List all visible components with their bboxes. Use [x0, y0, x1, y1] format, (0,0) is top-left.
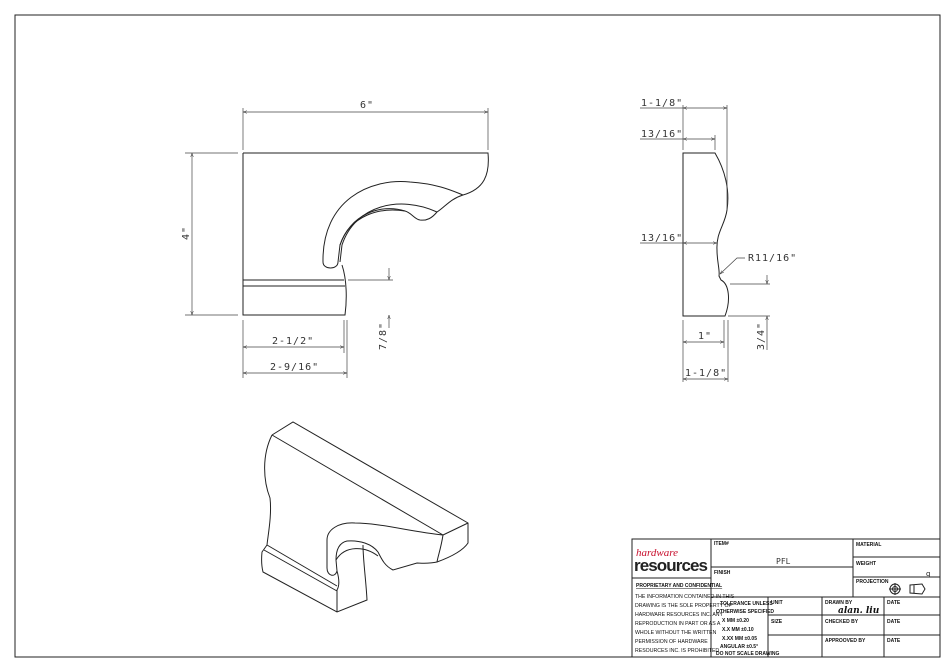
tolerance-line: OTHERWISE SPECIFIED [716, 609, 774, 615]
dim-notch-height: 3/4" [756, 322, 767, 350]
material-label: MATERIAL [856, 542, 881, 548]
dim-mid-width: 13/16" [641, 233, 683, 244]
finish-label: FINISH [714, 570, 731, 576]
dim-height: 4" [181, 226, 192, 240]
checked-by-label: CHECKED BY [825, 619, 859, 625]
proprietary-line: PERMISSION OF HARDWARE [635, 639, 708, 645]
title-block: hardware resources PROPRIETARY AND CONFI… [631, 538, 941, 658]
tolerance-line: ANGULAR ±0.5° [720, 644, 758, 650]
proprietary-line: THE INFORMATION CONTAINED IN THIS [635, 594, 735, 600]
proprietary-line: REPRODUCTION IN PART OR AS A [635, 621, 721, 627]
logo-hardware: hardware [636, 547, 678, 559]
dim-width: 6" [360, 100, 374, 111]
dim-base-height: 7/8" [378, 322, 389, 350]
front-view: 6" 4" 7/8" 2-1/2" 2-9/16" [181, 100, 489, 378]
drawn-by-label: DRAWN BY [825, 600, 853, 606]
dim-bottom-overall: 1-1/8" [685, 368, 727, 379]
projection-label: PROJECTION [856, 579, 889, 585]
proprietary-line: RESOURCES INC. IS PROHIBITED [635, 648, 719, 654]
weight-value: g [926, 570, 930, 578]
dim-bottom-width: 1" [698, 331, 712, 342]
tolerance-line: TOLERANCE UNLESS [720, 601, 773, 607]
logo-resources: resources [634, 556, 708, 575]
unit-label: UNIT [771, 600, 783, 606]
isometric-view [261, 421, 469, 613]
drawing-border [14, 14, 941, 658]
approved-by-label: APPROOVED BY [825, 638, 866, 644]
proprietary-line: HARDWARE RESOURCES INC. ANY [635, 612, 724, 618]
date-label: DATE [887, 638, 901, 644]
tolerance-line: DO NOT SCALE DRAWING [716, 651, 779, 657]
date-label: DATE [887, 619, 901, 625]
item-label: ITEM# [714, 541, 729, 547]
dim-top-width: 13/16" [641, 129, 683, 140]
proprietary-heading: PROPRIETARY AND CONFIDENTIAL [636, 583, 722, 589]
dim-base-overall: 2-9/16" [270, 362, 319, 373]
date-label: DATE [887, 600, 901, 606]
proprietary-line: DRAWING IS THE SOLE PROPERTY OF [635, 603, 732, 609]
dim-base-width: 2-1/2" [272, 336, 314, 347]
drawn-by-signature: alan. liu [838, 606, 880, 616]
tolerance-line: X.XX MM ±0.05 [722, 636, 757, 642]
tolerance-line: X.X MM ±0.10 [722, 627, 754, 633]
side-view: 1-1/8" 13/16" 13/16" R11/16" 3/4" 1" 1-1… [640, 98, 797, 382]
projection-symbol-icon [889, 583, 926, 595]
proprietary-line: WHOLE WITHOUT THE WRITTEN [635, 630, 717, 636]
size-label: SIZE [771, 619, 783, 625]
weight-label: WEIGHT [856, 561, 876, 567]
tolerance-line: X MM ±0.20 [722, 618, 749, 624]
dim-top-overall: 1-1/8" [641, 98, 683, 109]
dim-radius: R11/16" [748, 253, 797, 264]
item-value: PFL [776, 557, 791, 566]
